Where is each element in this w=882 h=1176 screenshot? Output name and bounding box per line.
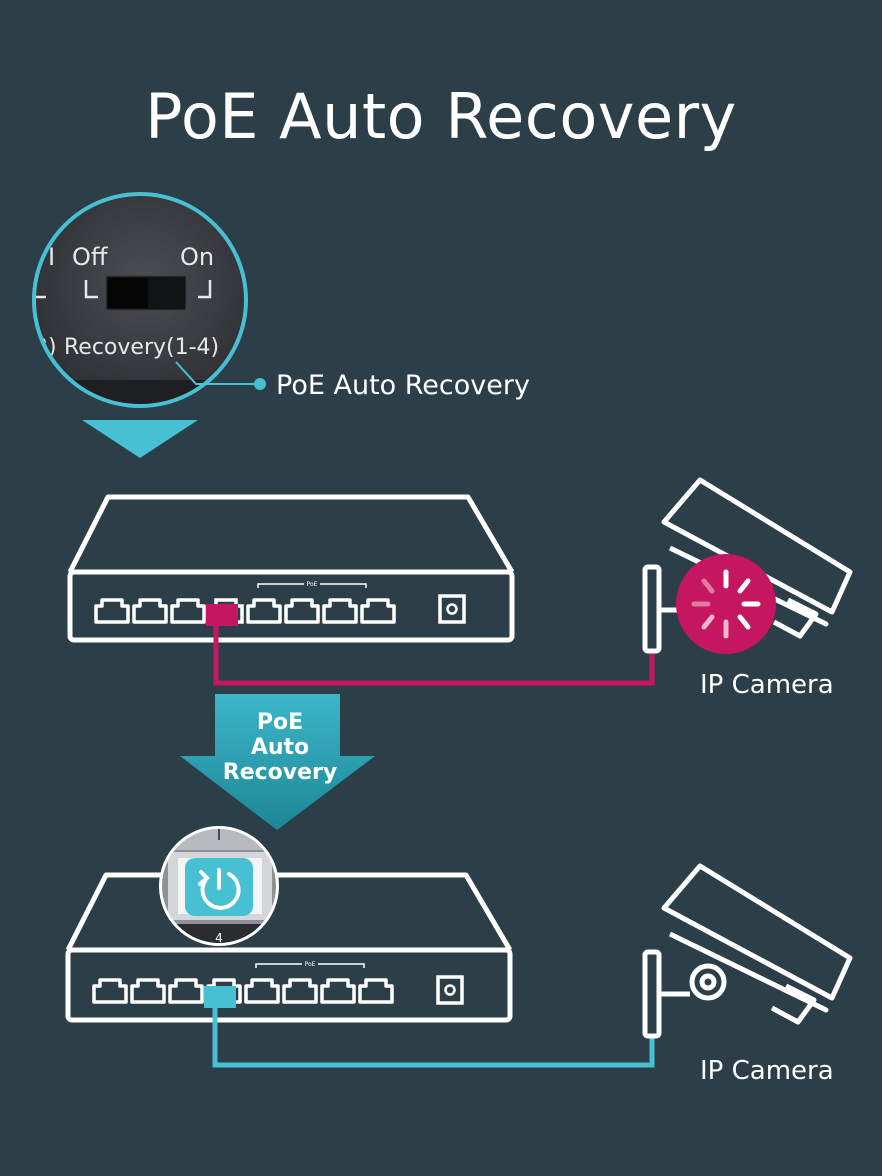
camera-top-wall-mount [642,564,662,654]
switch-bottom-port-3 [168,978,204,1004]
page-title: PoE Auto Recovery [145,80,737,153]
arrow-shape [180,694,375,830]
switch-bottom-body [65,947,513,1023]
arrow-label-line-2: Auto [250,735,310,760]
switch-top-port-2 [132,598,168,624]
arrow-label-line-3: Recovery [222,760,338,785]
power-restore-icon [198,868,241,910]
ip-camera-top-label: IP Camera [700,670,834,700]
ip-camera-top [642,477,853,654]
switch-bottom-port-7 [320,978,356,1004]
switch-bottom-poe-label: PoE [305,961,316,968]
network-switch-bottom [65,872,513,1023]
cable-bottom-recovered [212,1008,655,1068]
switch-top-poe-label: PoE [307,581,318,588]
switch-bottom-port-1 [92,978,128,1004]
switch-top-port-1 [94,598,130,624]
camera-bottom-bracket [770,983,817,1025]
camera-bottom-housing [661,863,853,1001]
switch-bottom-port-2 [130,978,166,1004]
switch-top-port-5 [246,598,282,624]
switch-bottom-ports [92,978,394,1004]
switch-zoom-callout: Off On I 2) Recovery(1-4) [32,192,266,458]
network-switch-top [67,494,515,643]
ip-camera-bottom-label: IP Camera [700,1056,834,1086]
switch-on-label: On [180,243,214,271]
switch-top-port-7 [322,598,358,624]
callout-pointer-triangle [82,420,198,458]
cable-top-faulty [213,626,655,686]
switch-bottom-lid [65,872,513,952]
switch-top-body [67,569,515,643]
switch-bottom-plug-recovered [204,986,236,1008]
callout-pointer-line [175,361,258,385]
switch-bottom-port-8 [358,978,394,1004]
camera-bottom-joint [689,963,727,1001]
switch-edge-left-top: I [48,243,55,271]
camera-bottom-wall-mount [642,949,662,1039]
callout-pointer-dot [254,378,266,390]
poe-auto-recovery-callout-label: PoE Auto Recovery [276,370,530,401]
switch-top-port-3 [170,598,206,624]
arrow-label-line-1: PoE [256,710,304,735]
switch-top-lid [67,494,515,574]
arrow-label: PoE Auto Recovery [200,710,360,785]
loading-spinner-icon [691,569,761,639]
switch-top-ports [94,598,396,624]
switch-top-port-8 [360,598,396,624]
camera-top-fault-badge [676,554,776,654]
switch-bottom-port-6 [282,978,318,1004]
switch-bottom-power-jack [436,975,464,1005]
camera-top-housing [661,477,853,615]
switch-top-power-jack [438,594,466,624]
switch-top-plug-faulty [206,604,238,626]
camera-top-bracket [772,597,819,639]
switch-bottom-port-5 [244,978,280,1004]
switch-recovery-label: Recovery(1-4) [64,335,219,360]
port-zoom-callout: 4 [159,826,279,946]
ip-camera-bottom [642,863,853,1039]
switch-top-port-6 [284,598,320,624]
switch-off-label: Off [72,243,108,271]
auto-recovery-arrow [180,694,375,830]
port-number-label: 4 [215,931,223,945]
